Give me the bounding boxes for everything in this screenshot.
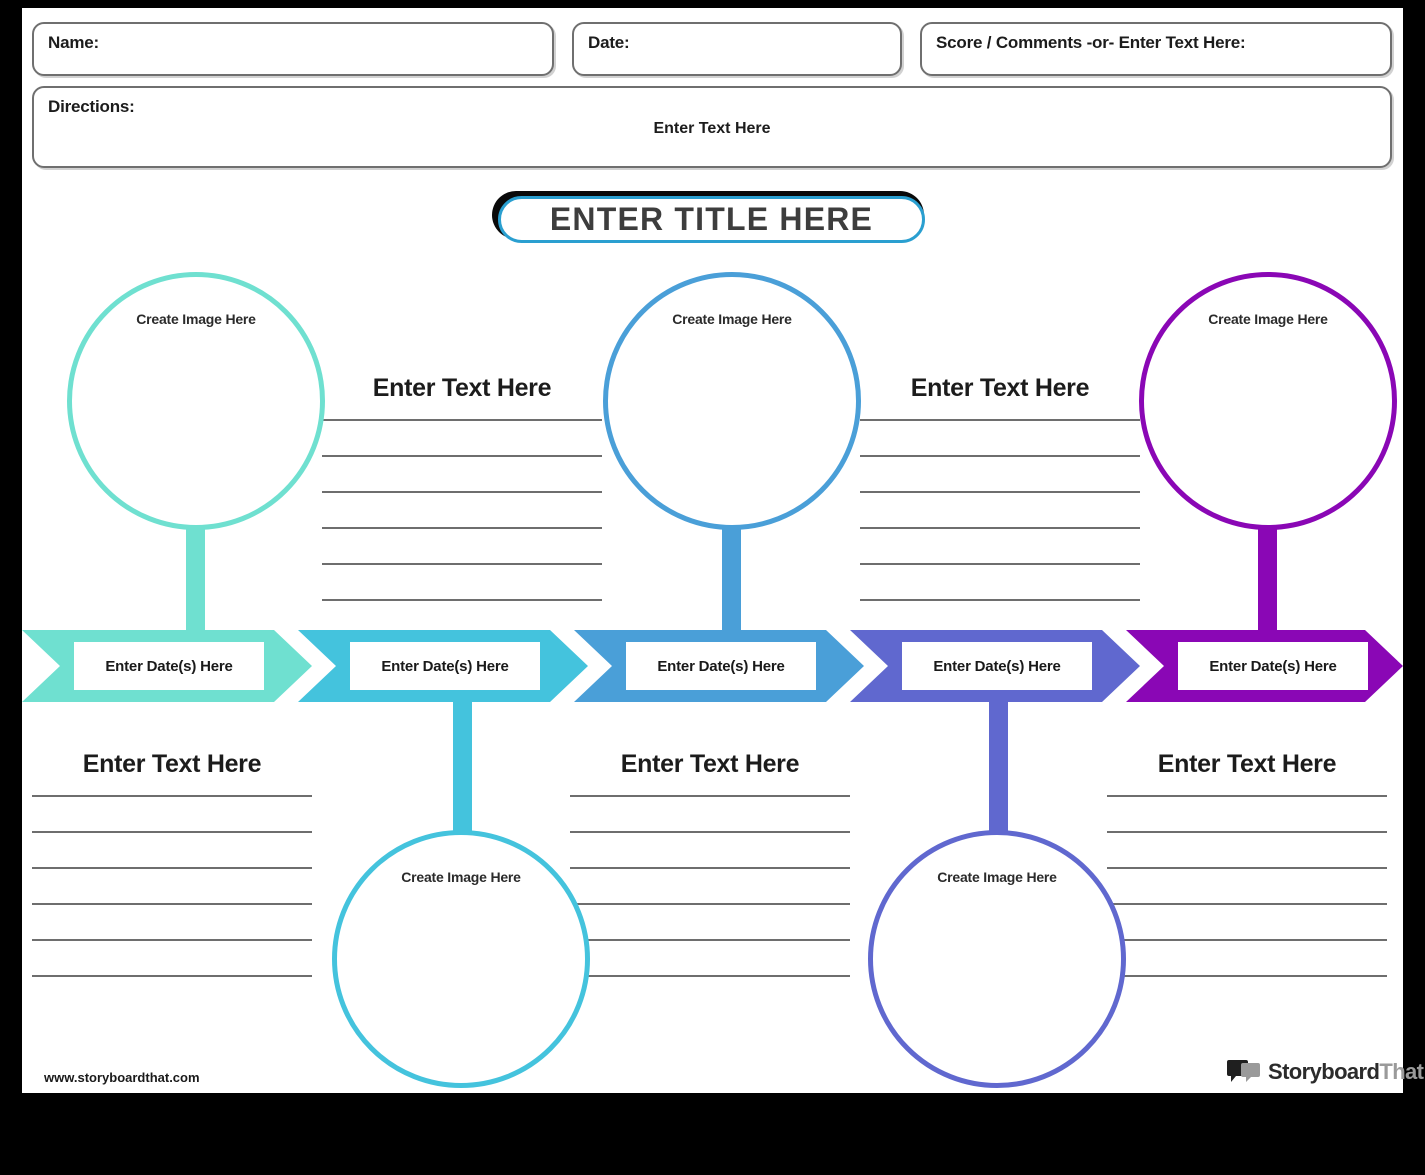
- worksheet-page: Name: Date: Score / Comments -or- Enter …: [22, 8, 1424, 1093]
- page-title: ENTER TITLE HERE: [549, 201, 874, 237]
- step-4-date-field[interactable]: Enter Date(s) Here: [902, 642, 1092, 690]
- step-5-text-placeholder: Enter Text Here: [1157, 750, 1337, 778]
- writing-line: [860, 491, 1140, 493]
- step-3-writing-lines: [570, 795, 850, 977]
- writing-line: [322, 527, 602, 529]
- step-3-image-circle[interactable]: Create Image Here: [603, 272, 861, 530]
- directions-placeholder: Enter Text Here: [653, 120, 771, 137]
- step-2-image-placeholder: Create Image Here: [401, 869, 521, 885]
- step-1-text-block[interactable]: Enter Text Here: [32, 750, 312, 977]
- step-4-image-placeholder: Create Image Here: [937, 869, 1057, 885]
- timeline-step-4[interactable]: Enter Date(s) Here: [850, 630, 1140, 702]
- step-3-date-field[interactable]: Enter Date(s) Here: [626, 642, 816, 690]
- step-2-text-block[interactable]: Enter Text Here: [322, 374, 602, 601]
- step-3-text-block[interactable]: Enter Text Here: [570, 750, 850, 977]
- step-2-writing-lines: [322, 419, 602, 601]
- step-3-connector-stem: [722, 508, 741, 643]
- writing-line: [1107, 867, 1387, 869]
- step-5-image-circle[interactable]: Create Image Here: [1139, 272, 1397, 530]
- timeline-step-1[interactable]: Enter Date(s) Here: [22, 630, 312, 702]
- writing-line: [570, 903, 850, 905]
- step-5-image-placeholder: Create Image Here: [1208, 311, 1328, 327]
- logo-wordmark: StoryboardThat: [1268, 1059, 1424, 1085]
- writing-line: [32, 975, 312, 977]
- step-2-text-placeholder: Enter Text Here: [372, 374, 552, 402]
- writing-line: [32, 903, 312, 905]
- date-field[interactable]: Date:: [572, 22, 902, 76]
- name-field[interactable]: Name:: [32, 22, 554, 76]
- writing-line: [860, 563, 1140, 565]
- directions-field[interactable]: Directions: Enter Text Here: [32, 86, 1392, 168]
- score-comments-field[interactable]: Score / Comments -or- Enter Text Here:: [920, 22, 1392, 76]
- writing-line: [322, 563, 602, 565]
- writing-line: [1107, 795, 1387, 797]
- writing-line: [570, 867, 850, 869]
- logo-brand-secondary: That: [1379, 1059, 1424, 1084]
- writing-line: [32, 795, 312, 797]
- step-4-writing-lines: [860, 419, 1140, 601]
- step-1-connector-stem: [186, 508, 205, 643]
- step-2-connector-stem: [453, 694, 472, 844]
- writing-line: [1107, 939, 1387, 941]
- timeline-chevron-bar: Enter Date(s) Here Enter Date(s) Here En…: [22, 630, 1403, 702]
- writing-line: [860, 419, 1140, 421]
- writing-line: [32, 867, 312, 869]
- step-5-text-block[interactable]: Enter Text Here: [1107, 750, 1387, 977]
- step-3-text-placeholder: Enter Text Here: [620, 750, 800, 778]
- name-label: Name:: [48, 33, 99, 52]
- writing-line: [570, 795, 850, 797]
- writing-line: [570, 939, 850, 941]
- writing-line: [322, 491, 602, 493]
- writing-line: [1107, 903, 1387, 905]
- writing-line: [860, 455, 1140, 457]
- writing-line: [32, 939, 312, 941]
- step-1-image-placeholder: Create Image Here: [136, 311, 256, 327]
- step-3-image-placeholder: Create Image Here: [672, 311, 792, 327]
- step-2-image-circle[interactable]: Create Image Here: [332, 830, 590, 1088]
- writing-line: [570, 975, 850, 977]
- step-1-writing-lines: [32, 795, 312, 977]
- timeline-step-3[interactable]: Enter Date(s) Here: [574, 630, 864, 702]
- step-1-date-field[interactable]: Enter Date(s) Here: [74, 642, 264, 690]
- writing-line: [1107, 975, 1387, 977]
- step-5-date-field[interactable]: Enter Date(s) Here: [1178, 642, 1368, 690]
- title-banner[interactable]: ENTER TITLE HERE: [492, 191, 927, 245]
- step-4-image-circle[interactable]: Create Image Here: [868, 830, 1126, 1088]
- storyboardthat-logo: StoryboardThat: [1227, 1054, 1424, 1090]
- writing-line: [322, 419, 602, 421]
- step-2-date-field[interactable]: Enter Date(s) Here: [350, 642, 540, 690]
- speech-bubbles-icon: [1227, 1059, 1261, 1085]
- writing-line: [570, 831, 850, 833]
- writing-line: [860, 527, 1140, 529]
- timeline-step-5[interactable]: Enter Date(s) Here: [1126, 630, 1403, 702]
- step-4-text-block[interactable]: Enter Text Here: [860, 374, 1140, 601]
- writing-line: [1107, 831, 1387, 833]
- title-box[interactable]: ENTER TITLE HERE: [498, 196, 925, 243]
- step-4-text-placeholder: Enter Text Here: [910, 374, 1090, 402]
- writing-line: [322, 455, 602, 457]
- writing-line: [860, 599, 1140, 601]
- writing-line: [32, 831, 312, 833]
- writing-line: [322, 599, 602, 601]
- step-1-text-placeholder: Enter Text Here: [82, 750, 262, 778]
- directions-label: Directions:: [48, 97, 135, 116]
- step-4-connector-stem: [989, 694, 1008, 844]
- step-5-connector-stem: [1258, 508, 1277, 643]
- step-1-image-circle[interactable]: Create Image Here: [67, 272, 325, 530]
- date-label: Date:: [588, 33, 630, 52]
- timeline-step-2[interactable]: Enter Date(s) Here: [298, 630, 588, 702]
- website-url: www.storyboardthat.com: [44, 1070, 200, 1085]
- step-5-writing-lines: [1107, 795, 1387, 977]
- score-comments-label: Score / Comments -or- Enter Text Here:: [936, 33, 1246, 52]
- logo-brand-primary: Storyboard: [1268, 1059, 1380, 1084]
